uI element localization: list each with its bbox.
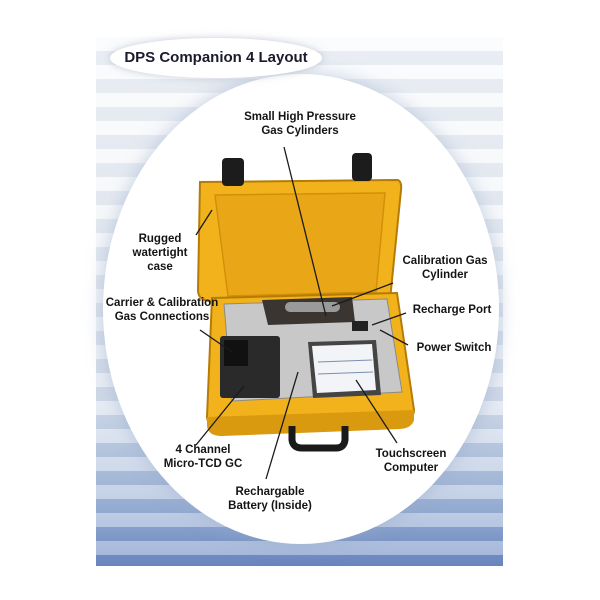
case-handle	[288, 426, 349, 452]
gc-connector	[224, 340, 248, 366]
base-front	[207, 410, 414, 436]
power-switch	[352, 321, 368, 331]
lid-inner	[214, 192, 386, 297]
touchscreen-display	[312, 344, 376, 393]
label-power-switch: Power Switch	[416, 342, 492, 354]
title-oval	[110, 38, 322, 78]
gas-cylinder	[285, 302, 340, 312]
label-recharge-port: Recharge Port	[412, 304, 492, 316]
latch-right	[352, 153, 372, 181]
diagram-title: DPS Companion 4 Layout	[124, 49, 308, 66]
latch-left	[222, 158, 244, 186]
